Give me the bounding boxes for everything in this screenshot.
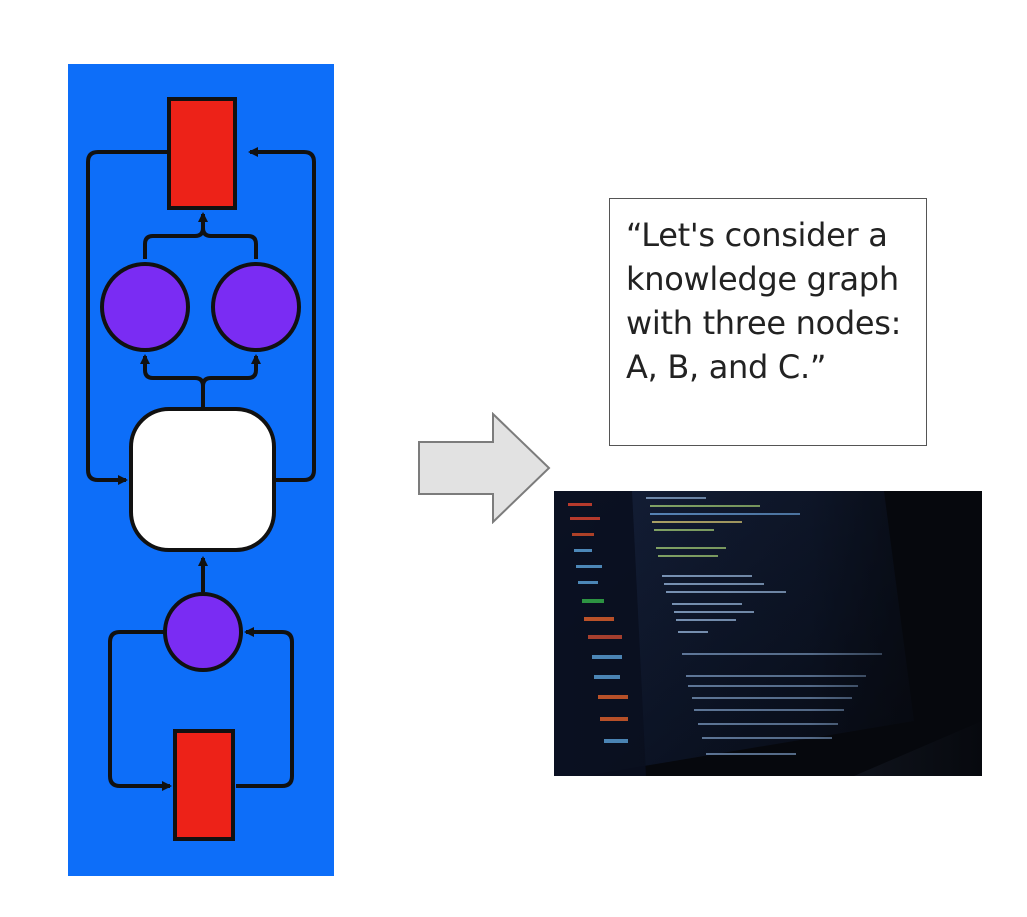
edge-bottom-red-to-bottom-purple xyxy=(236,627,294,788)
node-diagram xyxy=(86,97,316,841)
top-red-node xyxy=(167,97,237,210)
purple-node-left xyxy=(100,262,190,352)
right-arrow-icon xyxy=(417,411,553,525)
purple-node-right xyxy=(211,262,301,352)
quote-box: “Let's consider a knowledge graph with t… xyxy=(609,198,927,446)
edge-white-to-purple-right xyxy=(201,354,261,387)
quote-text: “Let's consider a knowledge graph with t… xyxy=(626,216,902,386)
edge-bottom-purple-to-bottom-red xyxy=(108,630,172,791)
edge-purple-right-to-top-red xyxy=(201,227,258,259)
edge-white-right-to-top-red xyxy=(248,147,316,482)
white-center-node xyxy=(129,407,276,552)
diagram-panel xyxy=(68,64,334,876)
edge-white-to-purple-left xyxy=(140,354,205,407)
purple-node-bottom xyxy=(163,592,243,672)
edge-top-red-to-white-left xyxy=(86,150,169,485)
code-screen-photo xyxy=(554,491,982,776)
bottom-red-node xyxy=(173,729,235,841)
edge-purple-left-to-top-red xyxy=(143,212,208,259)
